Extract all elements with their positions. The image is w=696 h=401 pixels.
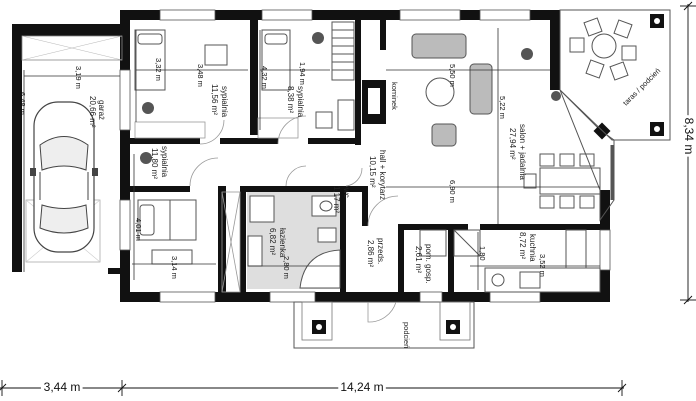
door-swings [189,115,399,227]
car-icon [25,101,101,263]
label-kominek: kominek [390,82,399,110]
label-syp2-name: sypialnia [296,86,305,118]
label-przeds-name: przeds. [376,238,385,264]
kitchen-counter [484,229,601,293]
washing-machine [419,229,481,257]
plant-icon [140,32,561,164]
label-hall-area: 10,15 m² [368,156,377,188]
sofa-icon [411,33,493,147]
label-kuchnia-width: 3,52 m [538,254,547,277]
garage-walls [12,24,122,274]
label-lazienka-name: łazienka [278,228,287,258]
fireplace [362,80,386,124]
windows-top [119,9,611,303]
label-garaz-area: 20,66 m² [88,96,97,128]
interior-dimension-lines [23,28,600,290]
label-syp3-depth: 4,01 m [134,218,143,241]
label-lazienka-width: 2,80 m [282,256,291,279]
wardrobe [134,117,299,293]
label-syp1-area: 11,56 m² [210,84,219,115]
label-syp1-depth: 3,32 m [154,58,163,81]
label-pomgosp-name: pom. gosp. [424,244,433,284]
dimension-total-width: 14,24 m [340,380,383,394]
label-salon-width: 5,50 m [448,64,457,87]
label-salon-depth: 5,22 m [498,96,507,119]
garage-door [21,35,123,61]
label-syp1-width: 3,48 m [196,64,205,87]
label-podcien: podcień [402,322,411,348]
toilet-icon [311,195,337,217]
staircase [331,21,355,131]
room-labels: garaż 20,66 m² 3,19 m 6,48 m sypialnia 1… [18,58,662,348]
label-kuchnia-depth: 1,80 [478,246,487,261]
label-salon-area: 27,94 m² [508,128,517,160]
label-syp2-area: 8,38 m² [286,86,295,113]
dining-table [523,153,601,209]
terrace [559,9,671,141]
label-salon-name: salon + jadalnia [518,124,527,180]
label-wc-area: 1,17 m² [332,186,341,213]
label-pomgosp-area: 2,61 m² [414,246,423,273]
label-lazienka-area: 6,82 m² [268,228,277,255]
bathtub [247,195,341,289]
label-syp2-width: 1,94 m [298,62,307,85]
label-syp3-width: 3,14 m [170,256,179,279]
label-kuchnia-name: kuchnia [528,234,537,262]
label-syp3-area: 11,80 m² [150,148,159,179]
label-syp2-depth: 4,32 m [260,66,269,89]
label-garaz-name: garaż [97,100,106,120]
label-garaz-width: 3,19 m [74,66,83,89]
dimension-garage-width: 3,44 m [44,380,81,394]
label-przeds-area: 2,86 m² [366,240,375,267]
bed-icon [134,29,291,241]
label-syp3-name: sypialnia [160,146,169,178]
entrance-porch [293,301,475,349]
label-kuchnia-area: 8,72 m² [518,232,527,259]
dimension-total-depth: 8,34 m [682,118,696,155]
label-syp1-name: sypialnia [220,86,229,118]
label-salon-fullwidth: 6,90 m [448,180,457,203]
label-hall-name: hall + korytarz [378,150,387,200]
label-garaz-depth: 6,48 m [18,92,27,115]
label-wc-name: wc [342,187,351,198]
